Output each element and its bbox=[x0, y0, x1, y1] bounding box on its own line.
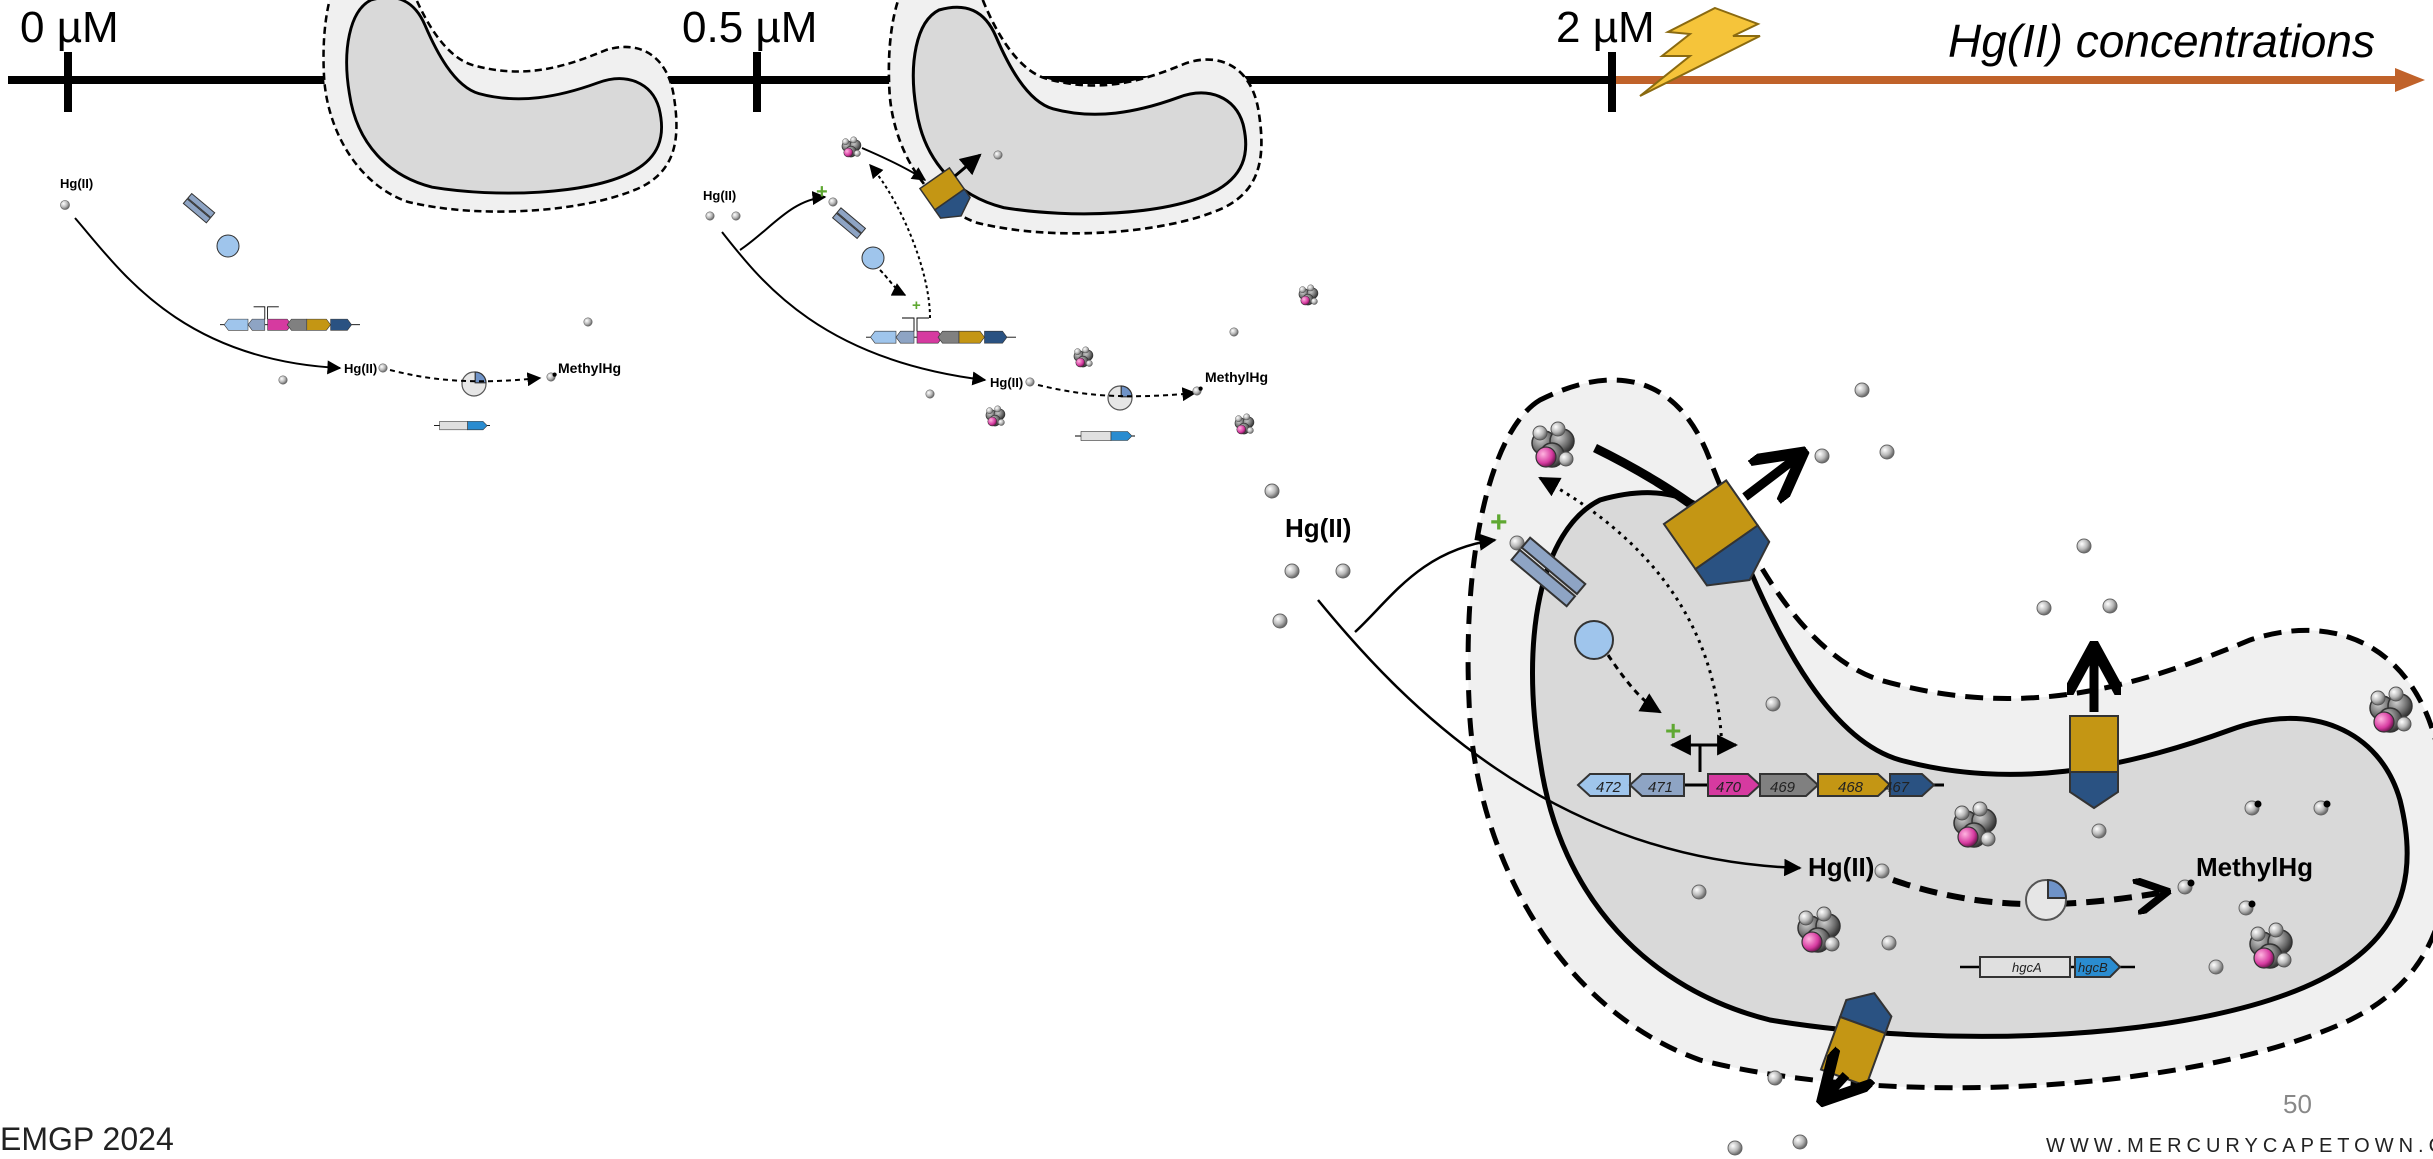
uptake-arrow bbox=[1317, 599, 1802, 877]
hg-label: Hg(II) bbox=[1285, 513, 1351, 543]
enzyme-icon bbox=[1107, 385, 1133, 411]
cell-high: Hg(II) + + bbox=[1264, 380, 2433, 1156]
gene-472-label: 472 bbox=[1596, 779, 1622, 796]
gene-470-label: 470 bbox=[1716, 779, 1742, 796]
cell-low: Hg(II) Hg(II) MethylHg bbox=[60, 0, 678, 431]
uptake-arrow bbox=[74, 217, 342, 375]
methylhg-label: MethylHg bbox=[558, 360, 621, 376]
plus-icon: + bbox=[1665, 715, 1681, 746]
enzyme-icon bbox=[461, 371, 487, 397]
inner-hg-label: Hg(II) bbox=[344, 361, 377, 376]
gene-471-label: 471 bbox=[1648, 779, 1673, 796]
cell-mid: Hg(II) + + bbox=[703, 0, 1319, 441]
axis-arrowhead bbox=[2395, 68, 2425, 92]
efflux-pump-icon bbox=[2069, 715, 2119, 810]
hgcb-label: hgcB bbox=[2078, 960, 2108, 975]
receptor-icon bbox=[182, 192, 216, 224]
protein-cluster-icon bbox=[1234, 413, 1255, 435]
plus-icon: + bbox=[1490, 506, 1508, 539]
protein-cluster-icon bbox=[1298, 284, 1319, 306]
efflux-pump-icon bbox=[1662, 479, 1771, 587]
methylhg-label: MethylHg bbox=[1205, 369, 1268, 385]
efflux-pump-icon bbox=[918, 166, 971, 219]
protein-cluster-icon bbox=[841, 136, 862, 158]
axis-title: Hg(II) concentrations bbox=[1948, 15, 2375, 67]
uptake-arrow bbox=[721, 231, 987, 386]
axis-tick-label-2: 2 µM bbox=[1556, 3, 1655, 52]
inner-hg-label: Hg(II) bbox=[990, 375, 1023, 390]
methylhg-label: MethylHg bbox=[2196, 852, 2313, 882]
axis-tick-label-0: 0 µM bbox=[20, 3, 119, 52]
footer-url: WWW.MERCURYCAPETOWN.C bbox=[2046, 1135, 2433, 1157]
plus-icon: + bbox=[816, 181, 828, 203]
hgca-label: hgcA bbox=[2012, 960, 2042, 975]
gene-467-label: 467 bbox=[1884, 779, 1910, 796]
lightning-icon bbox=[1639, 6, 1761, 97]
enzyme-icon bbox=[2025, 879, 2067, 921]
protein-cluster-icon bbox=[985, 405, 1006, 427]
inner-hg-label: Hg(II) bbox=[1808, 852, 1874, 882]
gene-cluster bbox=[220, 306, 361, 331]
gene-cluster bbox=[866, 317, 1017, 344]
receptor-icon bbox=[831, 207, 867, 240]
hg-label: Hg(II) bbox=[703, 188, 736, 203]
vesicle-icon bbox=[861, 246, 885, 270]
gene-cluster: 472 471 470 469 468 467 bbox=[1576, 734, 1944, 797]
hg-label: Hg(II) bbox=[60, 176, 93, 191]
cell-high-capsule bbox=[1468, 380, 2433, 1088]
gene-469-label: 469 bbox=[1770, 779, 1796, 796]
cell-low-membrane bbox=[345, 0, 663, 195]
hgc-gene-row bbox=[1075, 431, 1136, 441]
vesicle-icon bbox=[1574, 620, 1614, 660]
hgc-gene-row: hgcA hgcB bbox=[1960, 956, 2135, 978]
protein-cluster-icon bbox=[1073, 346, 1094, 368]
concentration-axis: 0 µM 0.5 µM 2 µM Hg(II) concentrations bbox=[8, 3, 2425, 112]
receptor-icon bbox=[1510, 536, 1587, 608]
axis-tick-label-1: 0.5 µM bbox=[682, 3, 817, 52]
gene-468-label: 468 bbox=[1838, 779, 1864, 796]
slide-number: 50 bbox=[2283, 1089, 2312, 1119]
vesicle-icon bbox=[216, 234, 240, 258]
footer-left-text: EMGP 2024 bbox=[0, 1121, 174, 1157]
hgc-gene-row bbox=[434, 421, 491, 431]
plus-icon: + bbox=[912, 297, 921, 314]
cell-mid-membrane bbox=[911, 5, 1248, 216]
